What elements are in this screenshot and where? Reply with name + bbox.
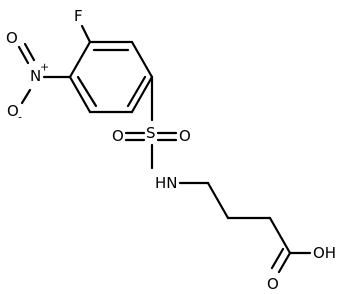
- fluorine-bond: [80, 24, 92, 44]
- ring-bond-lower-left: [68, 75, 92, 114]
- ring-bond-upper-left: [68, 40, 92, 79]
- nitro-plus-charge: +: [40, 61, 49, 74]
- nitro-oxygen-single-label: O: [7, 102, 19, 120]
- chain-bond-1: [206, 181, 230, 220]
- nitro-double-bond-a: [17, 45, 30, 65]
- sulfonyl-oxygen-left-label: O: [112, 127, 124, 145]
- fluorine-label: F: [74, 7, 83, 25]
- nitro-nitrogen-label: N: [30, 67, 41, 85]
- ring-bond-lower-right: [130, 75, 154, 114]
- nitro-oxygen-double-label: O: [6, 29, 18, 47]
- ring-bond-lower-left-inner: [76, 75, 98, 108]
- carbonyl-oxygen-label: O: [267, 275, 279, 293]
- nitro-minus-charge: -: [18, 111, 22, 124]
- nitro-single-bond: [20, 88, 32, 105]
- ring-bond-upper-right: [130, 40, 154, 79]
- carboxyl-oh-label: OH: [313, 244, 336, 262]
- ring-bond-lower-right-inner: [126, 75, 147, 108]
- carbonyl-double-bond-b: [270, 247, 285, 270]
- amine-label: HN: [155, 174, 178, 192]
- sulfonyl-oxygen-right-label: O: [179, 127, 191, 145]
- chain-bond-3: [268, 216, 292, 255]
- carbonyl-double-bond-a: [277, 251, 292, 274]
- nitro-double-bond-b: [23, 42, 36, 62]
- sulfur-label: S: [146, 124, 156, 142]
